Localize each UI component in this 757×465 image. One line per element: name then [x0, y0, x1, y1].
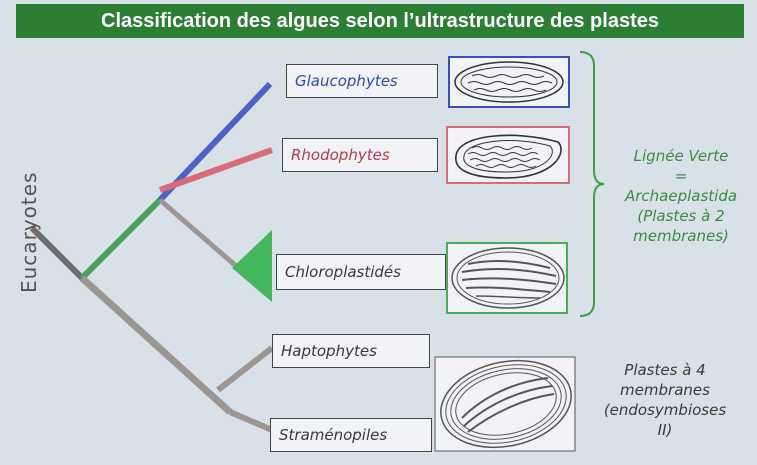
lignee-verte-line-3: Archaeplastida: [624, 187, 738, 205]
plastes-4-line-1: Plastes à 4: [624, 361, 706, 379]
eucaryotes-label: Eucaryotes: [17, 171, 41, 293]
lignee-verte-line-2: =: [674, 167, 688, 185]
chloroplastid-plastid-image: [446, 242, 568, 314]
chromist-plastid-image: [434, 356, 576, 452]
glaucophyte-plastid-image: [448, 56, 570, 108]
archaeplastida-branch: [79, 197, 163, 281]
slide-title: Classification des algues selon l’ultras…: [16, 4, 744, 38]
plastes-4-line-4: II): [657, 421, 673, 439]
chloroplastides-branch: [158, 198, 238, 268]
haptophytes-branch: [216, 345, 274, 393]
label-haptophytes: Haptophytes: [272, 334, 430, 368]
lignee-verte-line-4: (Plastes à 2: [637, 207, 725, 225]
rhodophytes-branch: [158, 147, 274, 193]
label-rhodophytes: Rhodophytes: [282, 138, 438, 172]
plastes-4-line-3: (endosymbioses: [603, 401, 727, 419]
root-stem: [29, 225, 85, 281]
label-stramenopiles: Straménopiles: [270, 418, 432, 452]
chloroplastides-clade-triangle: [232, 230, 272, 302]
chromist-branch: [79, 275, 233, 415]
stramenopiles-branch: [228, 409, 274, 433]
archaeplastida-brace: [579, 51, 605, 317]
lignee-verte-line-5: membranes): [633, 227, 729, 245]
label-glaucophytes: Glaucophytes: [286, 64, 438, 98]
label-chloroplastides: Chloroplastidés: [276, 254, 446, 290]
plastes-4-line-2: membranes: [620, 381, 710, 399]
rhodophyte-plastid-image: [446, 126, 570, 184]
annotation-lignee-verte: Lignée Verte = Archaeplastida (Plastes à…: [606, 146, 756, 246]
lignee-verte-line-1: Lignée Verte: [633, 147, 729, 165]
annotation-plastes-4: Plastes à 4 membranes (endosymbioses II): [580, 360, 750, 440]
